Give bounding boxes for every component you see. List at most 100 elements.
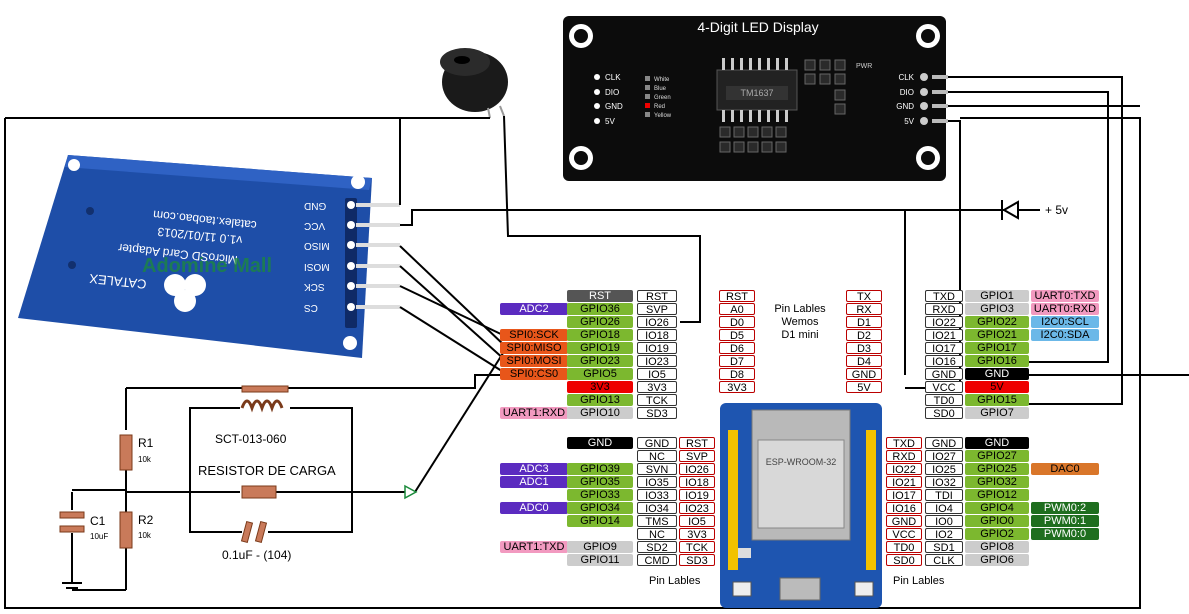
- gpio-label: GPIO7: [965, 407, 1029, 419]
- inner-label: IO17: [886, 489, 922, 501]
- gpio-label: GPIO17: [965, 342, 1029, 354]
- led-right-pin: 5V: [904, 117, 914, 126]
- pin-tag: SPI0:SCK: [500, 329, 568, 341]
- pin-tag: DAC0: [1031, 463, 1099, 475]
- pin-label: IO18: [637, 329, 677, 341]
- gpio-label: GPIO32: [965, 476, 1029, 488]
- inner-label: SD0: [886, 554, 922, 566]
- pin-label: TD0: [925, 394, 963, 406]
- gpio-label: GPIO1: [965, 290, 1029, 302]
- pin-label: IO2: [925, 528, 963, 540]
- sd-pin: MISO: [304, 240, 330, 251]
- pin-label: GND: [925, 368, 963, 380]
- sct-label: SCT-013-060: [215, 432, 287, 446]
- color-label: Yellow: [654, 113, 672, 119]
- module-label: ESP-WROOM-32: [766, 457, 837, 467]
- gpio-label: GPIO9: [567, 541, 633, 553]
- gpio-label: GPIO35: [567, 476, 633, 488]
- pin-label: NC: [637, 450, 677, 462]
- pin-label: IO4: [925, 502, 963, 514]
- d1-label: A0: [719, 303, 755, 315]
- gpio-label: RST: [567, 290, 633, 302]
- d1-label: D7: [719, 355, 755, 367]
- gpio-label: GPIO13: [567, 394, 633, 406]
- pin-label: CLK: [925, 554, 963, 566]
- pin-label: CMD: [637, 554, 677, 566]
- inner-label: SD3: [679, 554, 715, 566]
- cap-label: 0.1uF - (104): [222, 548, 291, 562]
- led-right-pin: CLK: [898, 73, 914, 82]
- color-label: Green: [654, 95, 671, 101]
- pin-label: TCK: [637, 394, 677, 406]
- pin-tag: UART1:TXD: [500, 541, 568, 553]
- pin-tag: PWM0:0: [1031, 528, 1099, 540]
- pin-tag: SPI0:MISO: [500, 342, 568, 354]
- pin-tag: UART1:RXD: [500, 407, 568, 419]
- pin-label: SD0: [925, 407, 963, 419]
- d1-label: 3V3: [719, 381, 755, 393]
- led-left-pin: DIO: [605, 88, 619, 97]
- d1-label: RST: [719, 290, 755, 302]
- wires: [4, 76, 1189, 609]
- inner-label: GND: [886, 515, 922, 527]
- inner-label: IO16: [886, 502, 922, 514]
- esp32-board: ESP-WROOM-32: [720, 403, 882, 608]
- gpio-label: GND: [965, 437, 1029, 449]
- gpio-label: GPIO10: [567, 407, 633, 419]
- pin-label: IO25: [925, 463, 963, 475]
- inner-label: IO23: [679, 502, 715, 514]
- pin-tag: PWM0:1: [1031, 515, 1099, 527]
- pin-label: SVP: [637, 303, 677, 315]
- inner-label: IO22: [886, 463, 922, 475]
- gpio-label: GPIO0: [965, 515, 1029, 527]
- d1-label: D4: [846, 355, 882, 367]
- gpio-label: GPIO16: [965, 355, 1029, 367]
- pin-label: IO26: [637, 316, 677, 328]
- sd-pin: SCK: [304, 281, 325, 292]
- pin-label: SD2: [637, 541, 677, 553]
- pin-label: IO33: [637, 489, 677, 501]
- gpio-label: GPIO5: [567, 368, 633, 380]
- gpio-label: GPIO21: [965, 329, 1029, 341]
- color-label: Red: [654, 104, 665, 110]
- pin-label: IO34: [637, 502, 677, 514]
- inner-label: RXD: [886, 450, 922, 462]
- gpio-label: 3V3: [567, 381, 633, 393]
- gpio-label: GPIO18: [567, 329, 633, 341]
- c1-label: C1: [90, 514, 106, 528]
- gpio-label: GPIO6: [965, 554, 1029, 566]
- pin-tag: SPI0:MOSI: [500, 355, 568, 367]
- pin-tag: I2C0:SCL: [1031, 316, 1099, 328]
- gpio-label: GPIO23: [567, 355, 633, 367]
- pin-label: 3V3: [637, 381, 677, 393]
- gpio-label: GPIO27: [965, 450, 1029, 462]
- led-title: 4-Digit LED Display: [697, 19, 818, 35]
- buzzer: [440, 48, 508, 119]
- sd-pin: MOSI: [304, 261, 330, 272]
- c1-value: 10uF: [90, 532, 108, 541]
- gpio-label: GPIO36: [567, 303, 633, 315]
- gpio-label: GPIO15: [965, 394, 1029, 406]
- pin-label: TDI: [925, 489, 963, 501]
- pin-label: IO21: [925, 329, 963, 341]
- r1-value: 10k: [138, 455, 152, 464]
- inner-label: RST: [679, 437, 715, 449]
- gpio-label: GPIO22: [965, 316, 1029, 328]
- center-title-line: D1 mini: [781, 329, 819, 341]
- gpio-label: GPIO8: [965, 541, 1029, 553]
- gpio-label: 5V: [965, 381, 1029, 393]
- center-title-line: Wemos: [781, 316, 819, 328]
- d1-label: D6: [719, 342, 755, 354]
- led-right-pin: GND: [896, 102, 914, 111]
- pin-label: IO23: [637, 355, 677, 367]
- gpio-label: GPIO2: [965, 528, 1029, 540]
- d1-label: D3: [846, 342, 882, 354]
- pin-label: IO0: [925, 515, 963, 527]
- pin-label: IO22: [925, 316, 963, 328]
- pin-tag: UART0:TXD: [1031, 290, 1099, 302]
- pin-label: GND: [925, 437, 963, 449]
- pin-label: IO35: [637, 476, 677, 488]
- pin-label: SD3: [637, 407, 677, 419]
